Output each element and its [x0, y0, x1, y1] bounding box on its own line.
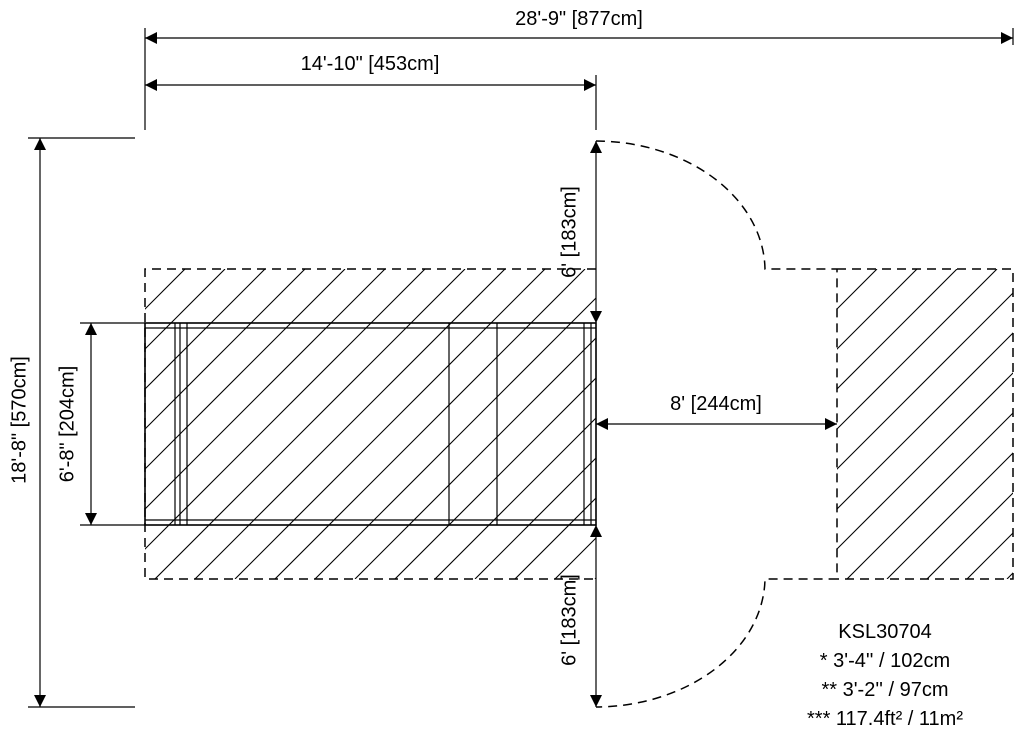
hatch-line: [354, 337, 596, 579]
hatch-line: [837, 292, 1013, 470]
hatch-line: [154, 269, 466, 579]
hatch-line: [886, 452, 1013, 579]
overall-depth-label: 18'-8" [570cm]: [8, 356, 30, 484]
note-line-2: ** 3'-2'' / 97cm: [821, 679, 948, 701]
extension-lines: [28, 28, 1014, 708]
hatch-line: [145, 269, 346, 470]
notes-block: KSL30704 * 3'-4'' / 102cm ** 3'-2'' / 97…: [807, 621, 963, 730]
clearance-top-label: 6' [183cm]: [558, 186, 580, 278]
hatch-line: [194, 269, 506, 579]
hatch-line: [835, 269, 1024, 579]
hatch-line: [394, 377, 596, 579]
pool-length-label: 14'-10" [453cm]: [301, 53, 440, 75]
hatch-line: [837, 269, 918, 350]
hatch-line: [514, 497, 596, 579]
hatch-line: [145, 269, 266, 390]
hatch-line: [274, 269, 586, 579]
hatch-line: [474, 457, 596, 579]
hatch-line: [145, 269, 306, 430]
hatch-line: [966, 532, 1013, 579]
hatch-line: [926, 492, 1013, 579]
dimension-lines: [34, 32, 1013, 707]
hatch-line: [837, 269, 958, 390]
hatch-line: [846, 412, 1013, 579]
model-number: KSL30704: [838, 621, 931, 643]
hatch-line: [1006, 572, 1013, 579]
hatch-line: [837, 332, 1013, 510]
hatch-line: [837, 269, 998, 430]
hatch-area-right: [837, 269, 1013, 579]
hatch-line: [837, 372, 1013, 550]
pool-body: [144, 322, 597, 526]
hatch-line: [145, 269, 386, 510]
clearance-bottom-label: 6' [183cm]: [558, 574, 580, 666]
hatch-line: [145, 269, 226, 350]
note-line-3: *** 117.4ft² / 11m²: [807, 708, 963, 730]
hatch-line: [434, 417, 596, 579]
overall-width-label: 28'-9" [877cm]: [515, 8, 643, 30]
hatch-line: [234, 269, 546, 579]
pool-width-label: 6'-8" [204cm]: [56, 366, 78, 483]
gap-label: 8' [244cm]: [670, 393, 762, 415]
hatch-line: [314, 297, 596, 579]
note-line-1: * 3'-4'' / 102cm: [820, 650, 950, 672]
hatch-area-left: [145, 269, 1024, 579]
hatch-line: [145, 269, 426, 550]
